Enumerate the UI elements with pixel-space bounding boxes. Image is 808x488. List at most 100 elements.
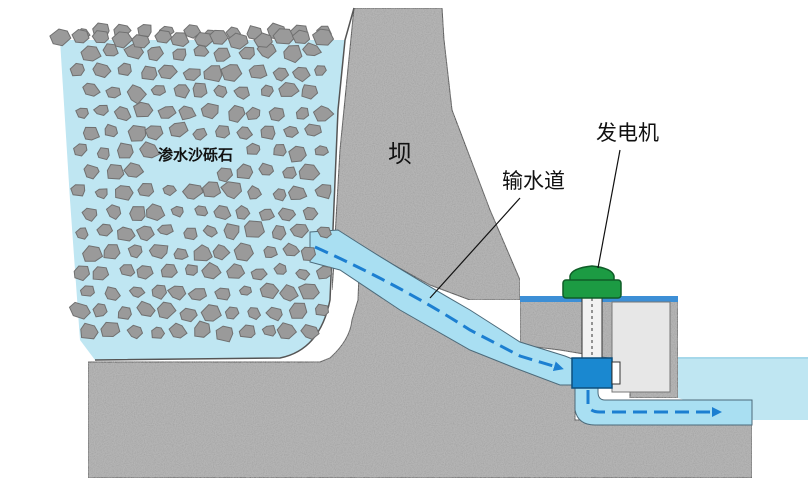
gravel-rock bbox=[203, 65, 223, 83]
generator-shaft bbox=[581, 291, 603, 361]
gravel-rock bbox=[194, 205, 209, 217]
gravel-rock bbox=[200, 304, 222, 322]
gravel-rock bbox=[247, 307, 262, 321]
gravel-rock bbox=[183, 24, 202, 39]
gravel-rock bbox=[154, 29, 173, 44]
gravel-rock bbox=[209, 29, 229, 45]
gravel-rock bbox=[258, 162, 275, 176]
gravel-rock bbox=[236, 163, 254, 180]
gravel-rock bbox=[127, 244, 143, 259]
gravel-rock bbox=[300, 324, 320, 340]
gravel-rock bbox=[223, 223, 240, 241]
gravel-rock bbox=[297, 283, 320, 300]
gravel-rock bbox=[212, 244, 231, 261]
gravel-rock bbox=[235, 204, 251, 220]
gravel-rock bbox=[291, 66, 311, 83]
gravel-rock bbox=[248, 64, 268, 79]
gravel-rock bbox=[272, 188, 287, 202]
gravel-rock bbox=[92, 266, 110, 281]
gravel-rock bbox=[173, 84, 191, 99]
gravel-rock bbox=[282, 242, 301, 257]
flow-arrow-outlet-icon bbox=[586, 390, 722, 417]
generator-icon bbox=[562, 265, 622, 299]
gravel-rock bbox=[312, 105, 335, 122]
gravel-rock bbox=[302, 42, 323, 57]
gravel-rock bbox=[282, 166, 297, 179]
gravel-rock bbox=[157, 105, 177, 119]
gravel-rock bbox=[273, 262, 287, 275]
gravel-rock bbox=[271, 224, 287, 241]
gravel-rock bbox=[73, 143, 88, 157]
gravel-rocks bbox=[49, 22, 335, 343]
gravel-rock bbox=[258, 208, 276, 221]
gravel-rock bbox=[172, 48, 187, 61]
gravel-rock bbox=[151, 284, 168, 300]
gravel-rock bbox=[119, 264, 136, 277]
gravel-rock bbox=[132, 101, 154, 118]
gravel-rock bbox=[105, 204, 122, 221]
gravel-rock bbox=[68, 301, 91, 320]
gravel-rock bbox=[279, 284, 299, 302]
gravel-rock bbox=[137, 182, 155, 197]
gravel-rock bbox=[157, 64, 178, 80]
gravel-rock bbox=[247, 185, 263, 200]
gravel-rock bbox=[162, 184, 177, 197]
gravel-rock bbox=[287, 185, 308, 201]
gravel-rock bbox=[105, 86, 122, 99]
gravel-rock bbox=[261, 324, 277, 337]
gravel-rock bbox=[238, 46, 255, 60]
gravel-rock bbox=[233, 242, 254, 262]
gravel-rock bbox=[79, 285, 95, 297]
gravel-rock bbox=[216, 167, 234, 183]
gravel-rock bbox=[92, 104, 109, 116]
gravel-rock bbox=[144, 125, 164, 141]
gravel-rock bbox=[201, 181, 222, 198]
gravel-rock bbox=[136, 265, 154, 280]
gravel-rock bbox=[156, 301, 177, 320]
gravel-rock bbox=[187, 288, 208, 301]
gravel-rock bbox=[81, 207, 98, 222]
gravel-rock bbox=[272, 28, 295, 45]
gravel-rock bbox=[213, 205, 232, 221]
gravel-rock bbox=[184, 264, 198, 276]
gravel-rock bbox=[178, 105, 197, 121]
gravel-rock bbox=[243, 220, 265, 238]
gravel-rock bbox=[300, 246, 317, 262]
draft-tube bbox=[574, 384, 753, 426]
gravel-rock bbox=[314, 303, 330, 317]
gravel-rock bbox=[100, 321, 121, 338]
gravel-rock bbox=[83, 164, 100, 180]
gravel-rock bbox=[224, 306, 240, 320]
gravel-rock bbox=[272, 67, 290, 82]
gravel-rock bbox=[226, 263, 246, 279]
gravel-rock bbox=[253, 32, 273, 48]
gravel-rock bbox=[145, 203, 166, 222]
gravel-rock bbox=[75, 107, 89, 119]
gravel-rock bbox=[91, 30, 110, 44]
dam-label: 坝 bbox=[388, 140, 412, 168]
gravel-rock bbox=[301, 84, 319, 100]
gravel-rock bbox=[233, 86, 250, 100]
gravel-rock bbox=[260, 125, 276, 140]
gravel-rock bbox=[182, 68, 201, 82]
gravel-rock bbox=[314, 183, 332, 200]
gravel-rock bbox=[268, 107, 285, 122]
gravel-rock bbox=[304, 123, 322, 137]
gravel-rock bbox=[265, 306, 283, 322]
gravel-rock bbox=[278, 81, 300, 97]
gravel-rock bbox=[117, 306, 132, 320]
gravel-rock bbox=[96, 223, 114, 237]
gravel-rock bbox=[116, 226, 136, 242]
penstock bbox=[309, 229, 576, 386]
gravel-rock bbox=[213, 84, 228, 98]
gravel-rock bbox=[117, 62, 132, 76]
gravel-rock bbox=[273, 143, 287, 157]
gravel-rock bbox=[298, 163, 321, 181]
gravel-rock bbox=[214, 287, 231, 301]
gravel-rock bbox=[69, 62, 85, 77]
gravel-rock bbox=[183, 227, 198, 241]
gravel-rock bbox=[200, 102, 219, 120]
gravel-rock bbox=[94, 188, 108, 200]
gravel-rock bbox=[193, 244, 213, 262]
gravel-rock bbox=[288, 302, 308, 319]
